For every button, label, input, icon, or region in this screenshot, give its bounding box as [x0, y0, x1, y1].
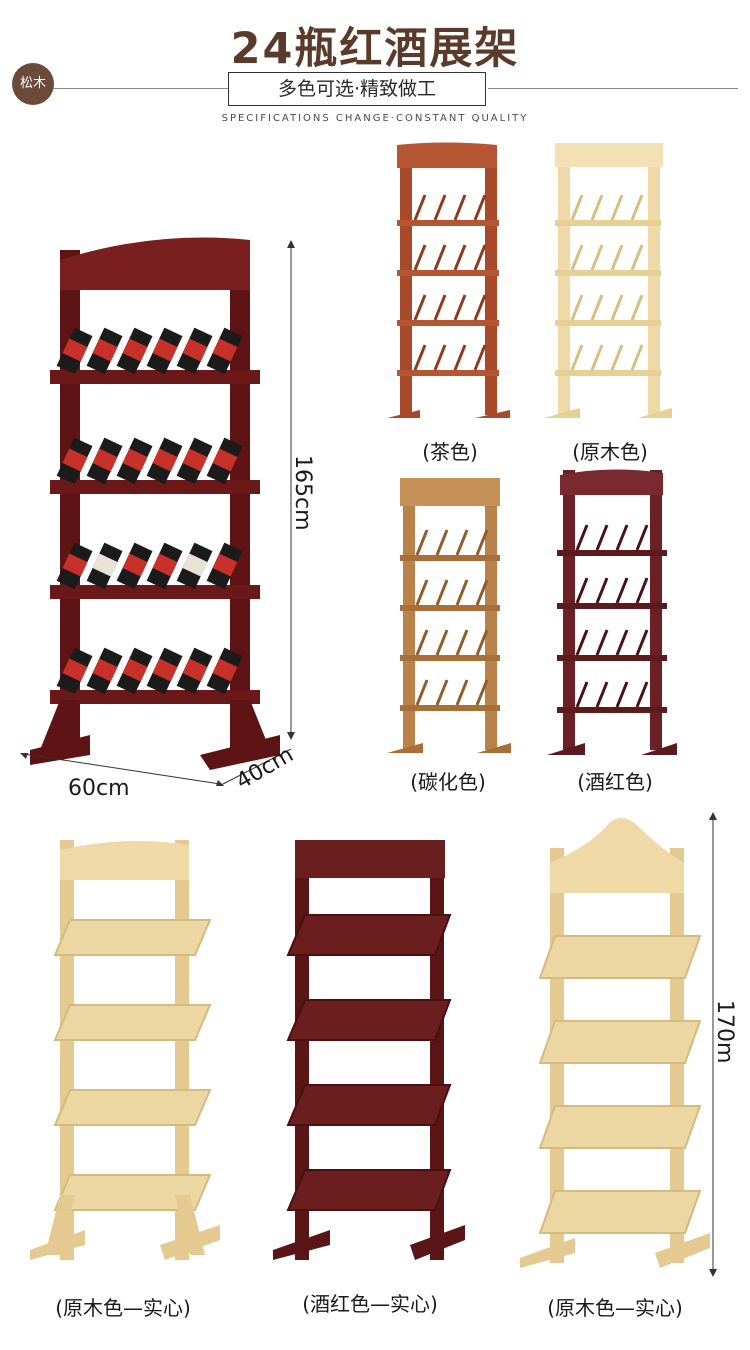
solid-natural-caption-2: (原木色—实心) [547, 1296, 683, 1320]
height-label: 165cm [290, 455, 315, 531]
divider-right [488, 88, 738, 89]
variant-natural-caption: (原木色) [572, 440, 648, 464]
page-title: 24瓶红酒展架 [230, 24, 520, 74]
shelf [50, 542, 260, 599]
variant-carbonized-rack [385, 475, 515, 760]
width-label: 60cm [68, 776, 130, 801]
solid-height-arrow [709, 812, 717, 1277]
solid-height-label: 170m [712, 1000, 737, 1064]
variant-tea-rack [385, 140, 515, 425]
material-badge: 松木 [12, 63, 54, 105]
shelf [50, 647, 260, 704]
variant-natural-rack [540, 140, 675, 425]
depth-arrow [220, 748, 292, 786]
variant-tea-caption: (茶色) [422, 440, 478, 464]
shelf [50, 437, 260, 494]
subtitle-box: 多色可选·精致做工 [228, 72, 486, 106]
height-arrow [287, 240, 295, 740]
solid-natural-rack-1 [25, 835, 225, 1280]
shelf [50, 327, 260, 384]
variant-carbonized-caption: (碳化色) [410, 770, 486, 794]
solid-natural-caption-1: (原木色—实心) [55, 1296, 191, 1320]
variant-winered-caption: (酒红色) [577, 770, 653, 794]
solid-winered-rack [270, 835, 470, 1280]
tagline: SPECIFICATIONS CHANGE·CONSTANT QUALITY [221, 113, 529, 124]
solid-winered-caption: (酒红色—实心) [302, 1292, 438, 1316]
solid-natural-rack-2 [515, 808, 715, 1283]
width-arrow [20, 753, 224, 786]
divider-left [14, 88, 228, 89]
variant-winered-rack [545, 465, 680, 760]
main-product-image [20, 230, 290, 790]
